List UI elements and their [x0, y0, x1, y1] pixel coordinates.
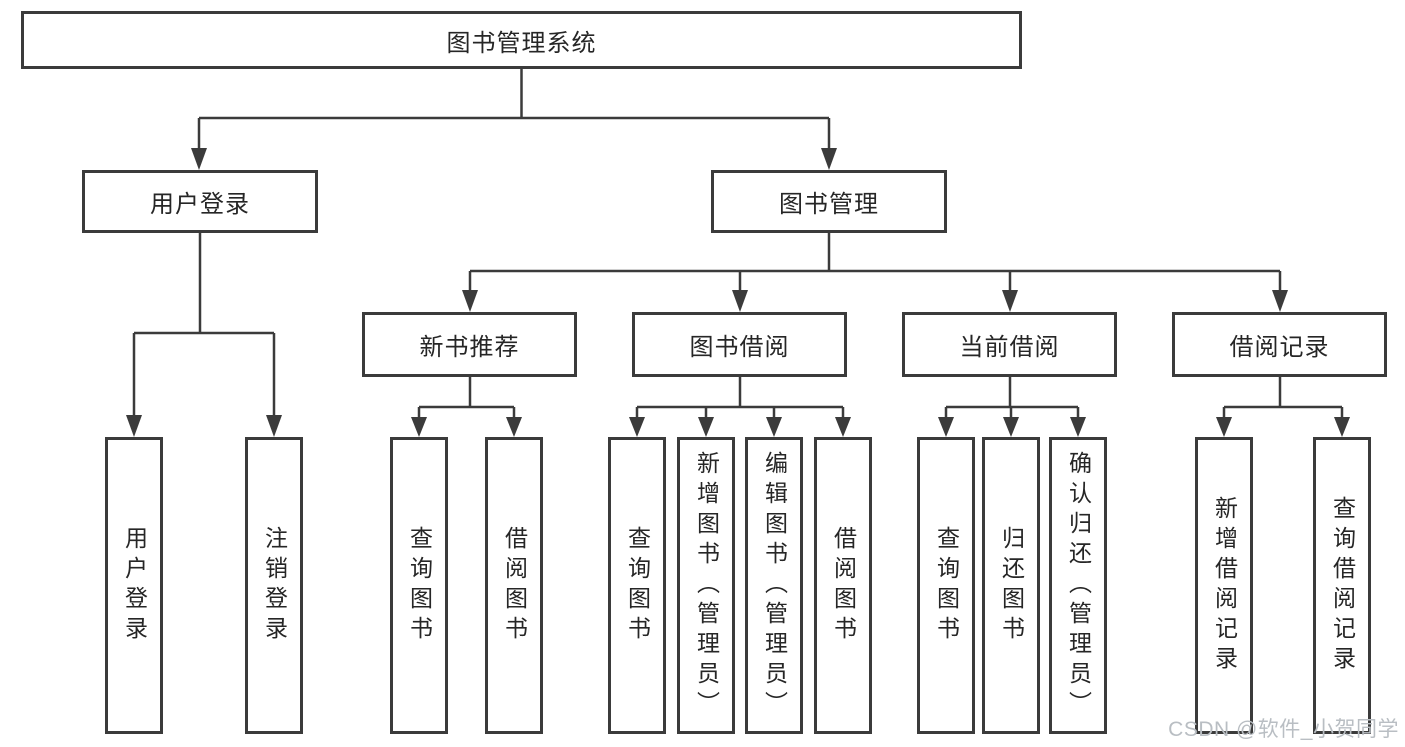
connector-bookmgmt-to-level3: [462, 233, 1288, 312]
connector-userlogin-to-leaves: [126, 233, 282, 437]
connector-newbook-to-leaves: [411, 377, 522, 437]
node-current-borrow: 当前借阅: [902, 312, 1117, 377]
node-new-book-recommend: 新书推荐: [362, 312, 577, 377]
leaf-cb-query-book-label: 查询图书: [933, 525, 960, 646]
node-book-borrow: 图书借阅: [632, 312, 847, 377]
leaf-cb-query-book: 查询图书: [917, 437, 975, 734]
leaf-bb-add-book-admin-label: 新增图书（管理员）: [693, 450, 720, 721]
node-borrow-records: 借阅记录: [1172, 312, 1387, 377]
connector-borrowrecords-to-leaves: [1216, 377, 1350, 437]
node-book-management-label: 图书管理: [779, 191, 879, 218]
leaf-cb-return-book-label: 归还图书: [998, 525, 1025, 646]
node-borrow-records-label: 借阅记录: [1229, 334, 1330, 361]
leaf-bb-add-book-admin: 新增图书（管理员）: [677, 437, 735, 734]
leaf-bb-query-book: 查询图书: [608, 437, 666, 734]
leaf-cb-confirm-return-admin: 确认归还（管理员）: [1049, 437, 1107, 734]
node-user-login-label: 用户登录: [150, 191, 250, 218]
leaf-br-add-record: 新增借阅记录: [1195, 437, 1253, 734]
node-new-book-recommend-label: 新书推荐: [419, 334, 520, 361]
leaf-logout: 注销登录: [245, 437, 303, 734]
leaf-bb-edit-book-admin-label: 编辑图书（管理员）: [761, 450, 788, 721]
leaf-logout-label: 注销登录: [261, 525, 288, 646]
leaf-br-query-record: 查询借阅记录: [1313, 437, 1371, 734]
leaf-bb-borrow-book: 借阅图书: [814, 437, 872, 734]
leaf-bb-borrow-book-label: 借阅图书: [830, 525, 857, 646]
leaf-nb-borrow-book: 借阅图书: [485, 437, 543, 734]
leaf-bb-query-book-label: 查询图书: [624, 525, 651, 646]
connector-bookborrow-to-leaves: [629, 377, 851, 437]
leaf-cb-return-book: 归还图书: [982, 437, 1040, 734]
leaf-bb-edit-book-admin: 编辑图书（管理员）: [745, 437, 803, 734]
node-book-management: 图书管理: [711, 170, 947, 233]
node-book-borrow-label: 图书借阅: [689, 334, 790, 361]
connector-currentborrow-to-leaves: [938, 377, 1086, 437]
leaf-br-add-record-label: 新增借阅记录: [1211, 495, 1238, 676]
node-current-borrow-label: 当前借阅: [959, 334, 1060, 361]
leaf-cb-confirm-return-admin-label: 确认归还（管理员）: [1065, 450, 1092, 721]
leaf-nb-query-book: 查询图书: [390, 437, 448, 734]
leaf-nb-query-book-label: 查询图书: [406, 525, 433, 646]
node-root-system-label: 图书管理系统: [446, 29, 597, 57]
connector-root-to-level2: [191, 69, 837, 170]
leaf-br-query-record-label: 查询借阅记录: [1329, 495, 1356, 676]
node-root-system: 图书管理系统: [21, 11, 1022, 69]
csdn-watermark: CSDN @软件_小贺同学: [1168, 718, 1399, 741]
leaf-user-login-label: 用户登录: [121, 525, 148, 646]
node-user-login: 用户登录: [82, 170, 318, 233]
leaf-user-login: 用户登录: [105, 437, 163, 734]
leaf-nb-borrow-book-label: 借阅图书: [501, 525, 528, 646]
